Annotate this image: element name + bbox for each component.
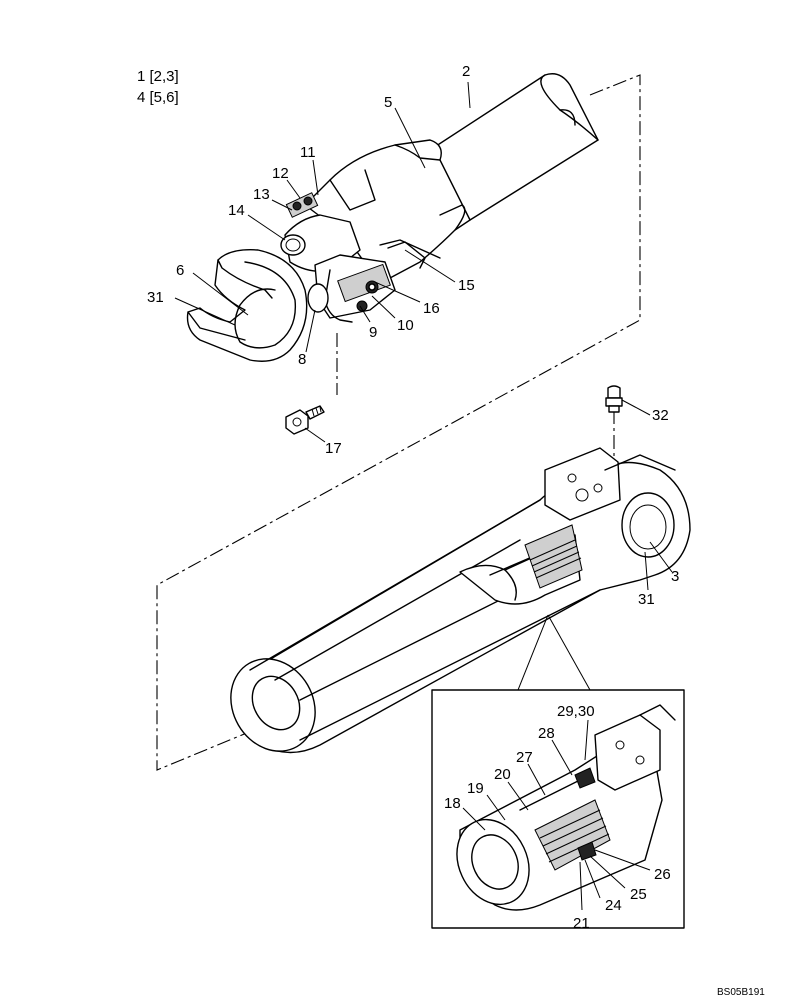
rod-eye-housing-part-5 (304, 139, 471, 279)
label-part-2: 2 (462, 63, 470, 80)
label-part-5: 5 (384, 94, 392, 111)
notes: 1 [2,3] 4 [5,6] (137, 68, 179, 106)
part-labels: 2 5 11 12 13 14 6 31 15 16 10 9 8 17 32 … (147, 63, 679, 932)
label-part-16: 16 (423, 300, 440, 317)
label-part-14: 14 (228, 202, 245, 219)
grease-fitting-part-32 (605, 385, 623, 413)
label-part-6: 6 (176, 262, 184, 279)
cylinder-tube-part-3 (230, 447, 691, 754)
label-part-19: 19 (467, 780, 484, 797)
label-part-18: 18 (444, 795, 461, 812)
note-line-1: 1 [2,3] (137, 68, 179, 85)
label-part-20: 20 (494, 766, 511, 783)
label-part-15: 15 (458, 277, 475, 294)
label-part-32: 32 (652, 407, 669, 424)
assembly-guide-lines (156, 74, 641, 771)
label-part-25: 25 (630, 886, 647, 903)
pin-boss-part-6 (186, 249, 308, 362)
label-part-17: 17 (325, 440, 342, 457)
note-line-2: 4 [5,6] (137, 89, 179, 106)
label-part-10: 10 (397, 317, 414, 334)
label-part-27: 27 (516, 749, 533, 766)
label-part-31-top: 31 (147, 289, 164, 306)
label-part-12: 12 (272, 165, 289, 182)
gland-assembly (280, 192, 426, 323)
label-part-24: 24 (605, 897, 622, 914)
label-part-9: 9 (369, 324, 377, 341)
label-part-8: 8 (298, 351, 306, 368)
label-part-31-bottom: 31 (638, 591, 655, 608)
label-part-11: 11 (300, 144, 316, 161)
label-part-21: 21 (573, 915, 590, 932)
bolt-part-17 (285, 405, 325, 435)
drawing-code: BS05B191 (717, 987, 765, 998)
label-part-28: 28 (538, 725, 555, 742)
detail-inset (431, 614, 685, 929)
piston-rod-part-2 (429, 73, 599, 221)
label-part-26: 26 (654, 866, 671, 883)
label-part-13: 13 (253, 186, 270, 203)
label-part-3: 3 (671, 568, 679, 585)
leader-lines (174, 81, 673, 911)
label-part-29-30: 29,30 (557, 703, 595, 720)
